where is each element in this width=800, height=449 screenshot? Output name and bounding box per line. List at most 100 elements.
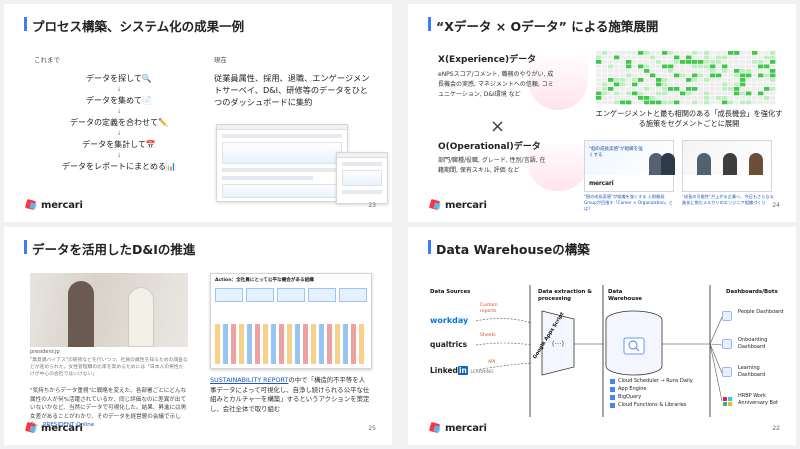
slide-title: Data Warehouseの構築 bbox=[428, 239, 590, 258]
heatmap-cell bbox=[662, 91, 668, 96]
heatmap-cell bbox=[764, 69, 770, 73]
page-number: 23 bbox=[368, 202, 376, 209]
slide-dei-data[interactable]: データを活用したD&Iの推進 president.jp "無意識バイアス"の研修… bbox=[4, 227, 392, 445]
arrow-down-icon: ↓ bbox=[116, 152, 122, 159]
heatmap-cell bbox=[710, 100, 716, 105]
mercari-logo-icon bbox=[26, 422, 38, 434]
heatmap-cell bbox=[608, 51, 614, 55]
heatmap-cell bbox=[680, 55, 686, 60]
heatmap-cell bbox=[596, 96, 602, 100]
article-card[interactable]: "個の成長実感"が組織を強くする mercari bbox=[584, 140, 675, 192]
heatmap-cell bbox=[728, 82, 734, 87]
heatmap-cell bbox=[650, 64, 656, 69]
president-online-link[interactable]: PRESIDENT Online bbox=[42, 422, 95, 428]
heatmap-cell bbox=[638, 60, 644, 64]
heatmap-cell bbox=[596, 69, 602, 73]
heatmap-cell bbox=[692, 100, 698, 105]
heatmap-cell bbox=[650, 51, 656, 55]
slide-process-results[interactable]: プロセス構築、システム化の成果一例 これまで 現在 データを探して🔍 ↓ データ… bbox=[4, 4, 392, 222]
heatmap-cell bbox=[638, 55, 644, 60]
dashboard-description: 従業員属性、採用、退職、エンゲージメントサーベイ、D&I、研修等のデータをひとつ… bbox=[214, 73, 370, 107]
article-link[interactable]: "個の成長実感"が組織を強くする 人財開発Groupが目指す「Career × … bbox=[584, 194, 673, 211]
heatmap-cell bbox=[662, 100, 668, 105]
heatmap-cell bbox=[674, 91, 680, 96]
heatmap-cell bbox=[632, 55, 638, 60]
heatmap-cell bbox=[716, 60, 722, 64]
heatmap-cell bbox=[698, 69, 704, 73]
heatmap-cell bbox=[650, 91, 656, 96]
heatmap-cell bbox=[764, 55, 770, 60]
heatmap-cell bbox=[644, 51, 650, 55]
heatmap-cell bbox=[746, 73, 752, 78]
heatmap-cell bbox=[680, 69, 686, 73]
heatmap-cell bbox=[662, 60, 668, 64]
heatmap-cell bbox=[626, 96, 632, 100]
heatmap-cell bbox=[632, 73, 638, 78]
heatmap-cell bbox=[626, 91, 632, 96]
heatmap-cell bbox=[662, 73, 668, 78]
dashboard-screenshot-detail bbox=[336, 152, 388, 204]
heatmap-cell bbox=[746, 96, 752, 100]
heatmap-cell bbox=[632, 91, 638, 96]
page-number: 25 bbox=[368, 425, 376, 432]
article-link[interactable]: "成長の可能性"が上がる企業へ、今日もさらなる進化に挑むメルカリのエンジニア組織… bbox=[682, 194, 774, 205]
heatmap-cell bbox=[764, 73, 770, 78]
heatmap-cell bbox=[662, 69, 668, 73]
heatmap-cell bbox=[728, 73, 734, 78]
heatmap-cell bbox=[596, 100, 602, 105]
hrbp-bot-label: HRBP Work Anniversary Bot bbox=[738, 393, 778, 406]
heatmap-cell bbox=[596, 82, 602, 87]
app-engine-item: App Engine bbox=[618, 386, 647, 392]
heatmap-cell bbox=[596, 73, 602, 78]
heatmap-cell bbox=[710, 64, 716, 69]
heatmap-cell bbox=[710, 96, 716, 100]
now-label: 現在 bbox=[214, 56, 227, 64]
report-description: SUSTAINABILITY REPORTの中で「構造的不平等を人事データによっ… bbox=[210, 376, 370, 413]
heatmap-cell bbox=[686, 82, 692, 87]
mercari-logo-icon bbox=[430, 199, 442, 211]
arrow-down-icon: ↓ bbox=[116, 130, 122, 137]
slide-data-warehouse[interactable]: Data Warehouseの構築 (···) bbox=[408, 227, 796, 445]
heatmap-cell bbox=[686, 60, 692, 64]
heatmap-cell bbox=[698, 91, 704, 96]
heatmap-cell bbox=[644, 69, 650, 73]
heatmap-cell bbox=[680, 87, 686, 91]
heatmap-cell bbox=[668, 91, 674, 96]
heatmap-cell bbox=[728, 55, 734, 60]
flow-step: データを集めて📄 bbox=[86, 96, 152, 105]
heatmap-cell bbox=[728, 64, 734, 69]
heatmap-cell bbox=[680, 60, 686, 64]
heatmap-cell bbox=[656, 55, 662, 60]
heatmap-cell bbox=[668, 51, 674, 55]
heatmap-cell bbox=[722, 100, 728, 105]
heatmap-cell bbox=[746, 78, 752, 82]
heatmap-cell bbox=[650, 55, 656, 60]
page-number: 22 bbox=[772, 425, 780, 432]
heatmap-cell bbox=[620, 100, 626, 105]
heatmap-cell bbox=[644, 64, 650, 69]
heatmap-cell bbox=[740, 82, 746, 87]
heatmap-cell bbox=[668, 100, 674, 105]
heatmap-cell bbox=[680, 73, 686, 78]
heatmap-cell bbox=[620, 60, 626, 64]
heatmap-cell bbox=[656, 100, 662, 105]
heatmap-cell bbox=[698, 51, 704, 55]
heatmap-cell bbox=[638, 100, 644, 105]
heatmap-cell bbox=[698, 60, 704, 64]
heatmap-cell bbox=[734, 82, 740, 87]
heatmap-cell bbox=[692, 82, 698, 87]
slide-xo-data[interactable]: “Xデータ × Oデータ” による施策展開 X(Experience)データ e… bbox=[408, 4, 796, 222]
heatmap-cell bbox=[614, 87, 620, 91]
heatmap-cell bbox=[632, 78, 638, 82]
heatmap-cell bbox=[722, 82, 728, 87]
heatmap-cell bbox=[626, 69, 632, 73]
slide-title: “Xデータ × Oデータ” による施策展開 bbox=[427, 16, 658, 35]
heatmap-cell bbox=[644, 60, 650, 64]
slide-title: プロセス構築、システム化の成果一例 bbox=[23, 16, 244, 35]
heatmap-cell bbox=[614, 78, 620, 82]
article-card[interactable] bbox=[682, 140, 772, 192]
heatmap-cell bbox=[728, 96, 734, 100]
heatmap-cell bbox=[734, 64, 740, 69]
sustainability-report-link[interactable]: SUSTAINABILITY REPORT bbox=[210, 376, 289, 384]
heatmap-cell bbox=[674, 60, 680, 64]
